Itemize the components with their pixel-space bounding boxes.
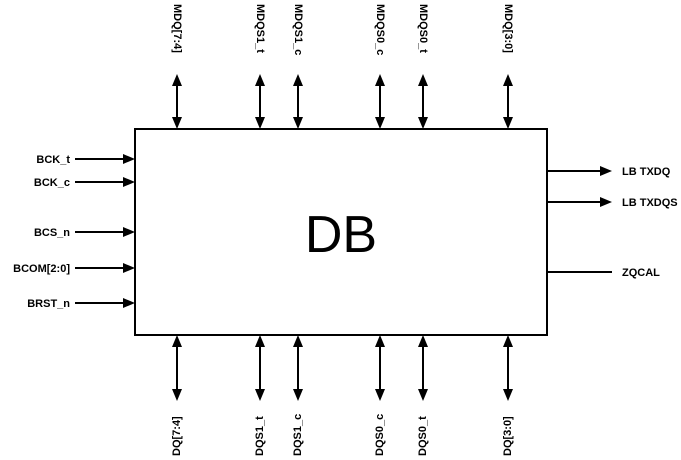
input-label-bcom-2-0: BCOM[2:0] <box>13 263 70 275</box>
input-arrow-bck-t <box>123 154 135 164</box>
top-arrow-down-mdq-7-4 <box>172 117 182 129</box>
output-label-lb-txdqs: LB TXDQS <box>622 197 678 209</box>
input-label-bck-t: BCK_t <box>36 154 70 166</box>
bottom-arrow-up-dq-7-4 <box>172 335 182 347</box>
input-arrow-brst-n <box>123 298 135 308</box>
input-label-brst-n: BRST_n <box>27 298 70 310</box>
top-arrow-up-mdqs0-t <box>418 74 428 86</box>
bottom-arrow-down-dqs1-t <box>255 389 265 401</box>
bottom-arrow-up-dqs1-c <box>293 335 303 347</box>
top-arrow-down-mdqs1-t <box>255 117 265 129</box>
top-arrow-up-mdqs1-t <box>255 74 265 86</box>
top-label-mdq-3-0: MDQ[3:0] <box>502 4 514 53</box>
bottom-arrow-up-dqs0-c <box>375 335 385 347</box>
top-label-mdqs0-c: MDQS0_c <box>374 4 386 55</box>
input-label-bcs-n: BCS_n <box>34 227 70 239</box>
bottom-arrow-down-dq-3-0 <box>503 389 513 401</box>
output-label-zqcal: ZQCAL <box>622 267 660 279</box>
top-arrow-down-mdq-3-0 <box>503 117 513 129</box>
bottom-label-dqs0-t: DQS0_t <box>417 416 429 456</box>
signal-wires <box>75 74 612 401</box>
bottom-arrow-up-dqs1-t <box>255 335 265 347</box>
top-arrow-up-mdqs0-c <box>375 74 385 86</box>
top-label-mdqs1-t: MDQS1_t <box>254 4 266 53</box>
bottom-label-dq-3-0: DQ[3:0] <box>502 416 514 456</box>
top-label-mdqs1-c: MDQS1_c <box>292 4 304 55</box>
output-label-lb-txdq: LB TXDQ <box>622 166 671 178</box>
top-arrow-down-mdqs0-c <box>375 117 385 129</box>
top-arrow-up-mdqs1-c <box>293 74 303 86</box>
bottom-arrow-up-dq-3-0 <box>503 335 513 347</box>
input-arrow-bcs-n <box>123 227 135 237</box>
top-label-mdq-7-4: MDQ[7:4] <box>171 4 183 53</box>
bottom-arrow-up-dqs0-t <box>418 335 428 347</box>
input-arrow-bcom-2-0 <box>123 263 135 273</box>
bottom-arrow-down-dqs0-c <box>375 389 385 401</box>
bottom-label-dqs1-t: DQS1_t <box>254 416 266 456</box>
input-arrow-bck-c <box>123 177 135 187</box>
bottom-label-dqs1-c: DQS1_c <box>292 414 304 456</box>
db-block-label: DB <box>305 206 377 264</box>
bottom-label-dqs0-c: DQS0_c <box>374 414 386 456</box>
db-block <box>134 128 548 336</box>
top-arrow-down-mdqs1-c <box>293 117 303 129</box>
top-arrow-up-mdq-3-0 <box>503 74 513 86</box>
output-arrow-lb-txdqs <box>600 197 612 207</box>
bottom-arrow-down-dqs1-c <box>293 389 303 401</box>
top-label-mdqs0-t: MDQS0_t <box>417 4 429 53</box>
top-arrow-up-mdq-7-4 <box>172 74 182 86</box>
input-label-bck-c: BCK_c <box>34 177 70 189</box>
output-arrow-lb-txdq <box>600 166 612 176</box>
top-arrow-down-mdqs0-t <box>418 117 428 129</box>
bottom-arrow-down-dq-7-4 <box>172 389 182 401</box>
bottom-label-dq-7-4: DQ[7:4] <box>171 416 183 456</box>
bottom-arrow-down-dqs0-t <box>418 389 428 401</box>
